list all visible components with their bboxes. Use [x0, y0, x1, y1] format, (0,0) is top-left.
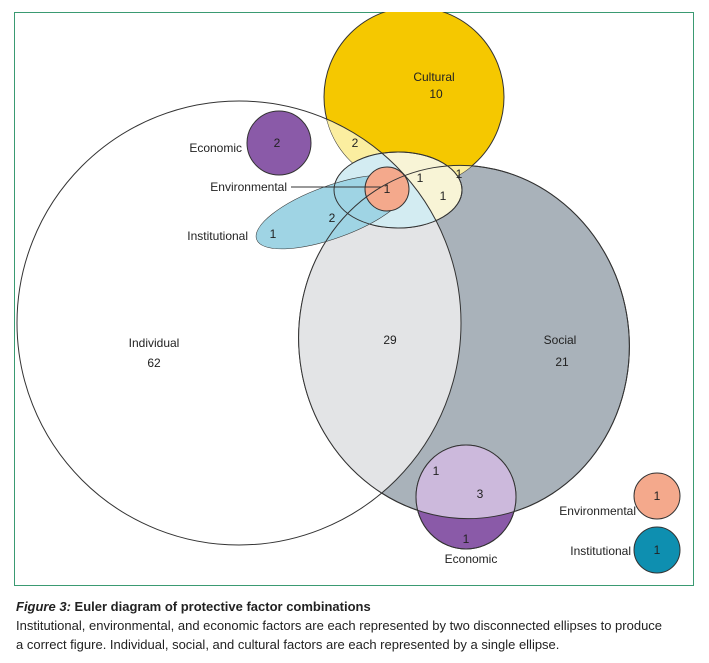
institutional-standalone-count: 1	[654, 543, 661, 557]
individual-circle	[16, 100, 462, 546]
institutional-only-count: 1	[270, 227, 277, 241]
individual-count: 62	[147, 356, 161, 370]
caption-line-1: Institutional, environmental, and econom…	[16, 618, 663, 633]
economic-bottom-only-count: 1	[463, 532, 470, 546]
figure-frame	[14, 12, 694, 586]
environmental-main-label: Environmental	[210, 180, 287, 194]
economic-bottom-label: Economic	[445, 552, 498, 566]
individual-cultural-environmental-count: 1	[417, 171, 424, 185]
environmental-standalone-count: 1	[654, 489, 661, 503]
cultural-label: Cultural	[413, 70, 454, 84]
environmental-outline	[333, 151, 463, 229]
individual-cultural-count: 2	[352, 136, 359, 150]
individual-social-count: 29	[383, 333, 397, 347]
individual-label: Individual	[129, 336, 180, 350]
economic-top-label: Economic	[189, 141, 242, 155]
environmental-legend-label: Environmental	[559, 504, 636, 518]
caption-title: Euler diagram of protective factor combi…	[74, 599, 371, 614]
cultural-social-count: 1	[456, 167, 463, 181]
social-economic-count: 3	[477, 487, 484, 501]
individual-institutional-count: 2	[329, 211, 336, 225]
institutional-legend-label: Institutional	[570, 544, 631, 558]
cultural-environmental-social-count: 1	[440, 189, 447, 203]
individual-social-economic-count: 1	[433, 464, 440, 478]
figure-caption: Figure 3: Euler diagram of protective fa…	[16, 597, 696, 654]
economic-top-circle	[246, 110, 312, 176]
caption-line-2: a correct figure. Individual, social, an…	[16, 637, 560, 652]
economic-top-count: 2	[274, 136, 281, 150]
institutional-individual-region	[247, 160, 417, 264]
social-outline	[298, 164, 630, 520]
environmental-core-count: 1	[384, 182, 391, 196]
cultural-count: 10	[429, 87, 443, 101]
environmental-standalone-circle	[633, 472, 681, 520]
social-label: Social	[544, 333, 577, 347]
social-count: 21	[555, 355, 569, 369]
euler-diagram: Cultural 10 Economic 2 Environmental Ins…	[16, 12, 681, 574]
economic-bottom-outline	[415, 444, 517, 550]
caption-label: Figure 3:	[16, 599, 71, 614]
institutional-main-label: Institutional	[187, 229, 248, 243]
institutional-standalone-circle	[633, 526, 681, 574]
caption-heading: Figure 3: Euler diagram of protective fa…	[16, 597, 696, 616]
